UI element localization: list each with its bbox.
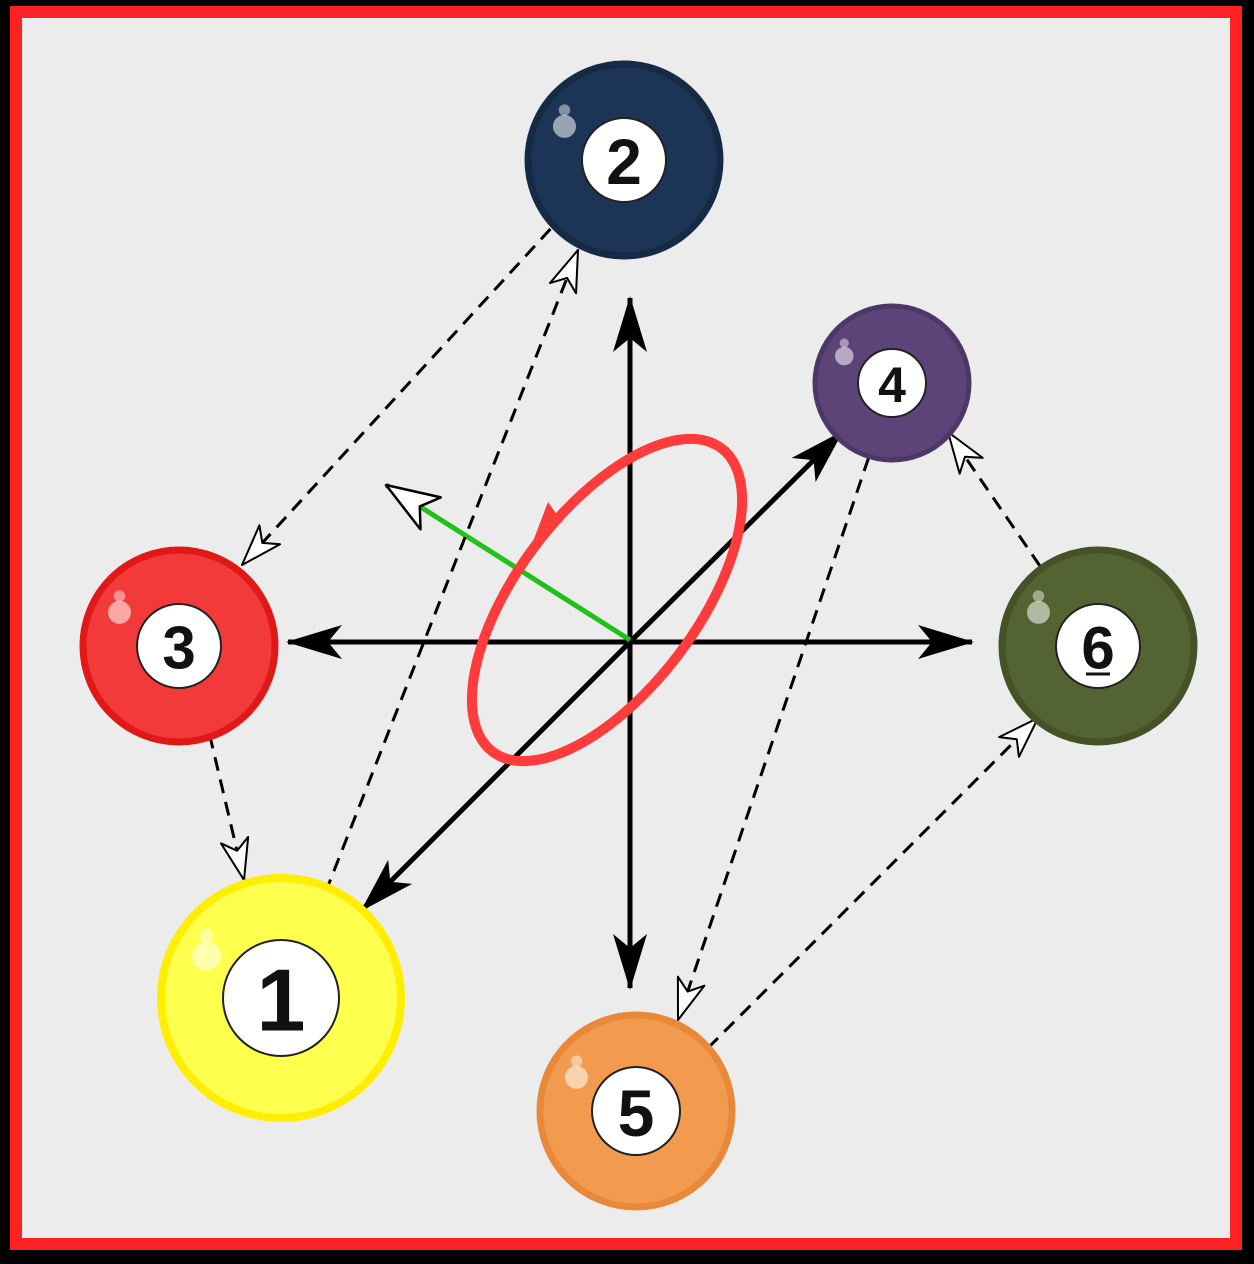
ball-5-highlight-small	[570, 1055, 583, 1067]
ball-1: 1	[157, 874, 405, 1122]
ball-3-highlight	[107, 600, 131, 624]
ball-2-highlight-small	[558, 104, 571, 116]
dashed-arrow-1-to-2	[315, 248, 580, 915]
dashed-arrow-4-to-5	[676, 435, 878, 1021]
ball-5-label: 5	[618, 1076, 655, 1150]
ball-2-label: 2	[606, 126, 642, 198]
ball-3-highlight-small	[113, 590, 126, 602]
ball-2-number-disc	[581, 117, 667, 203]
ball-1-label: 1	[257, 951, 306, 1050]
rotation-ellipse	[466, 433, 748, 767]
ball-6-highlight	[1026, 600, 1050, 624]
ball-1-highlight	[192, 941, 222, 971]
ball-1-highlight-small	[199, 928, 214, 943]
ball-6-highlight-small	[1032, 590, 1045, 602]
ball-2: 2	[524, 60, 724, 260]
rotation-direction-arrowhead	[532, 502, 562, 544]
ball-1-number-disc	[222, 939, 340, 1057]
balls: 1 2 3 4 5 6	[79, 60, 1198, 1211]
dashed-arrow-6-to-4	[946, 431, 1042, 567]
ball-5-number-disc	[591, 1066, 681, 1156]
ball-4-label: 4	[878, 357, 906, 413]
dashed-arrow-2-to-3	[240, 210, 568, 567]
ball-4-number-disc	[857, 348, 927, 418]
ball-2-highlight	[552, 114, 576, 138]
axis-diagonal-1-arrow	[360, 640, 632, 912]
ball-4-highlight	[835, 346, 854, 366]
ball-3: 3	[79, 546, 279, 746]
ball-3-label: 3	[162, 615, 195, 682]
ball-6: 6	[998, 546, 1198, 746]
ball-3-number-disc	[136, 603, 222, 689]
ball-5: 5	[536, 1011, 736, 1211]
dashed-arrows	[197, 210, 1042, 1050]
ball-5-highlight	[564, 1065, 588, 1089]
ball-6-label: 6	[1081, 615, 1114, 682]
normal-vector-arrow	[384, 482, 632, 643]
dashed-arrow-5-to-6	[706, 716, 1040, 1050]
ball-4: 4	[812, 303, 972, 463]
ball-6-number-disc	[1055, 603, 1141, 689]
ball-4-highlight-small	[839, 338, 849, 348]
